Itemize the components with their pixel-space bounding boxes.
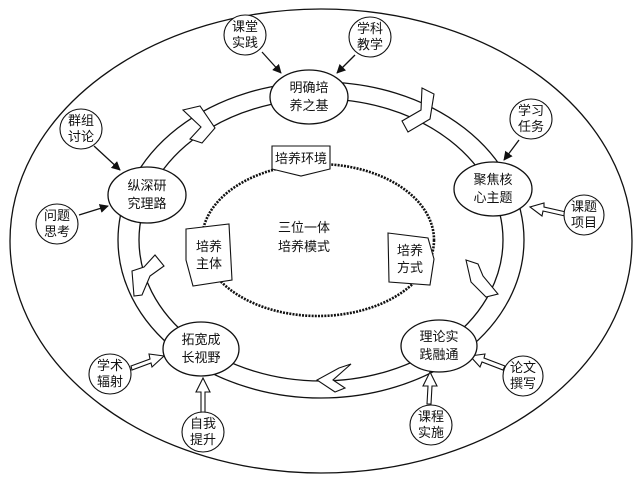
pentagon-environment: 培养环境: [271, 145, 331, 177]
node-research-path-label-2: 究理路: [127, 196, 166, 212]
pentagon-subject-label-1: 培养: [196, 239, 222, 255]
satellite-kecheng-label-1: 课程: [418, 410, 444, 425]
satellite-ziwo: 自我 提升: [181, 411, 225, 453]
arrow-qunzu: [93, 145, 121, 171]
satellite-wenti-label-2: 思考: [44, 225, 70, 240]
satellite-ziwo-label-2: 提升: [190, 432, 216, 448]
center-label-line2: 培养模式: [278, 239, 330, 255]
node-theory-practice-label-2: 践融通: [419, 348, 458, 363]
satellite-wenti: 问题 思考: [35, 203, 79, 245]
pentagon-method-label-1: 培养: [397, 243, 423, 259]
satellite-xuexi-label-2: 任务: [518, 119, 544, 135]
outer-ellipse: [9, 8, 633, 474]
node-research-path-label-1: 纵深研: [127, 179, 166, 194]
double-arrow-keti: [528, 202, 567, 217]
chevron-bottom: [315, 363, 352, 393]
pentagon-method-label-2: 方式: [397, 260, 423, 276]
satellite-xuexi-label-1: 学习: [518, 103, 544, 119]
pentagon-method: 培养 方式: [387, 232, 435, 286]
double-arrow-lunwen: [468, 353, 506, 371]
arrow-xueke: [336, 54, 356, 74]
node-theory-practice-label-1: 理论实: [419, 330, 458, 345]
satellite-keti-label-2: 项目: [571, 216, 597, 231]
node-core-theme-label-1: 聚焦核: [473, 173, 512, 188]
double-arrow-xueshu: [130, 353, 166, 371]
chevron-right: [465, 259, 499, 298]
node-broaden-vision-label-1: 拓宽成: [181, 332, 220, 348]
double-arrow-ziwo: [195, 376, 211, 415]
node-foundation: 明确培 养之基: [269, 69, 349, 125]
satellite-xueke-label-1: 学科: [357, 21, 383, 37]
node-foundation-label-2: 养之基: [289, 98, 328, 114]
center-label: 三位一体 培养模式: [278, 221, 330, 255]
satellite-xueshu: 学术 辐射: [88, 353, 132, 395]
node-broaden-vision: 拓宽成 长视野: [162, 321, 240, 377]
satellite-qunzu-label-2: 讨论: [68, 130, 94, 145]
satellite-ziwo-label-1: 自我: [190, 417, 216, 432]
node-foundation-label-1: 明确培: [289, 80, 328, 96]
chevron-top-right: [401, 87, 435, 133]
satellite-lunwen: 论文 撰写: [502, 355, 544, 397]
satellite-xueke: 学科 教学: [348, 16, 392, 58]
satellite-lunwen-label-2: 撰写: [510, 377, 536, 392]
double-arrow-kecheng: [422, 370, 438, 405]
center-label-line1: 三位一体: [278, 221, 330, 236]
satellite-wenti-label-1: 问题: [44, 209, 70, 224]
satellite-qunzu: 群组 讨论: [59, 108, 103, 150]
satellite-xueshu-label-1: 学术: [97, 358, 123, 374]
satellite-lunwen-label-1: 论文: [510, 361, 536, 376]
node-core-theme: 聚焦核 心主题: [453, 161, 533, 217]
satellite-xueke-label-2: 教学: [357, 37, 383, 53]
satellite-qunzu-label-1: 群组: [68, 114, 94, 129]
satellite-keti-label-1: 课题: [571, 200, 597, 215]
pentagon-subject: 培养 主体: [185, 223, 233, 287]
arrow-xuexi: [503, 139, 520, 161]
satellite-ketang-label-2: 实践: [232, 36, 258, 51]
satellite-xuexi: 学习 任务: [509, 98, 553, 140]
node-core-theme-label-2: 心主题: [473, 191, 512, 206]
satellite-kecheng-label-2: 实施: [418, 426, 444, 441]
node-theory-practice: 理论实 践融通: [400, 319, 478, 373]
satellite-keti: 课题 项目: [563, 194, 605, 236]
node-research-path: 纵深研 究理路: [107, 166, 187, 224]
chevron-top-left: [181, 105, 216, 144]
satellite-ketang-label-1: 课堂: [232, 20, 258, 35]
chevron-left: [131, 254, 165, 297]
pentagon-subject-label-2: 主体: [196, 257, 222, 272]
node-broaden-vision-label-2: 长视野: [181, 351, 220, 366]
satellite-kecheng: 课程 实施: [409, 404, 453, 446]
pentagon-environment-label: 培养环境: [275, 151, 327, 167]
arrow-ketang: [261, 51, 282, 74]
arrow-wenti: [78, 204, 109, 216]
satellite-xueshu-label-2: 辐射: [97, 374, 123, 390]
satellite-ketang: 课堂 实践: [223, 14, 267, 56]
